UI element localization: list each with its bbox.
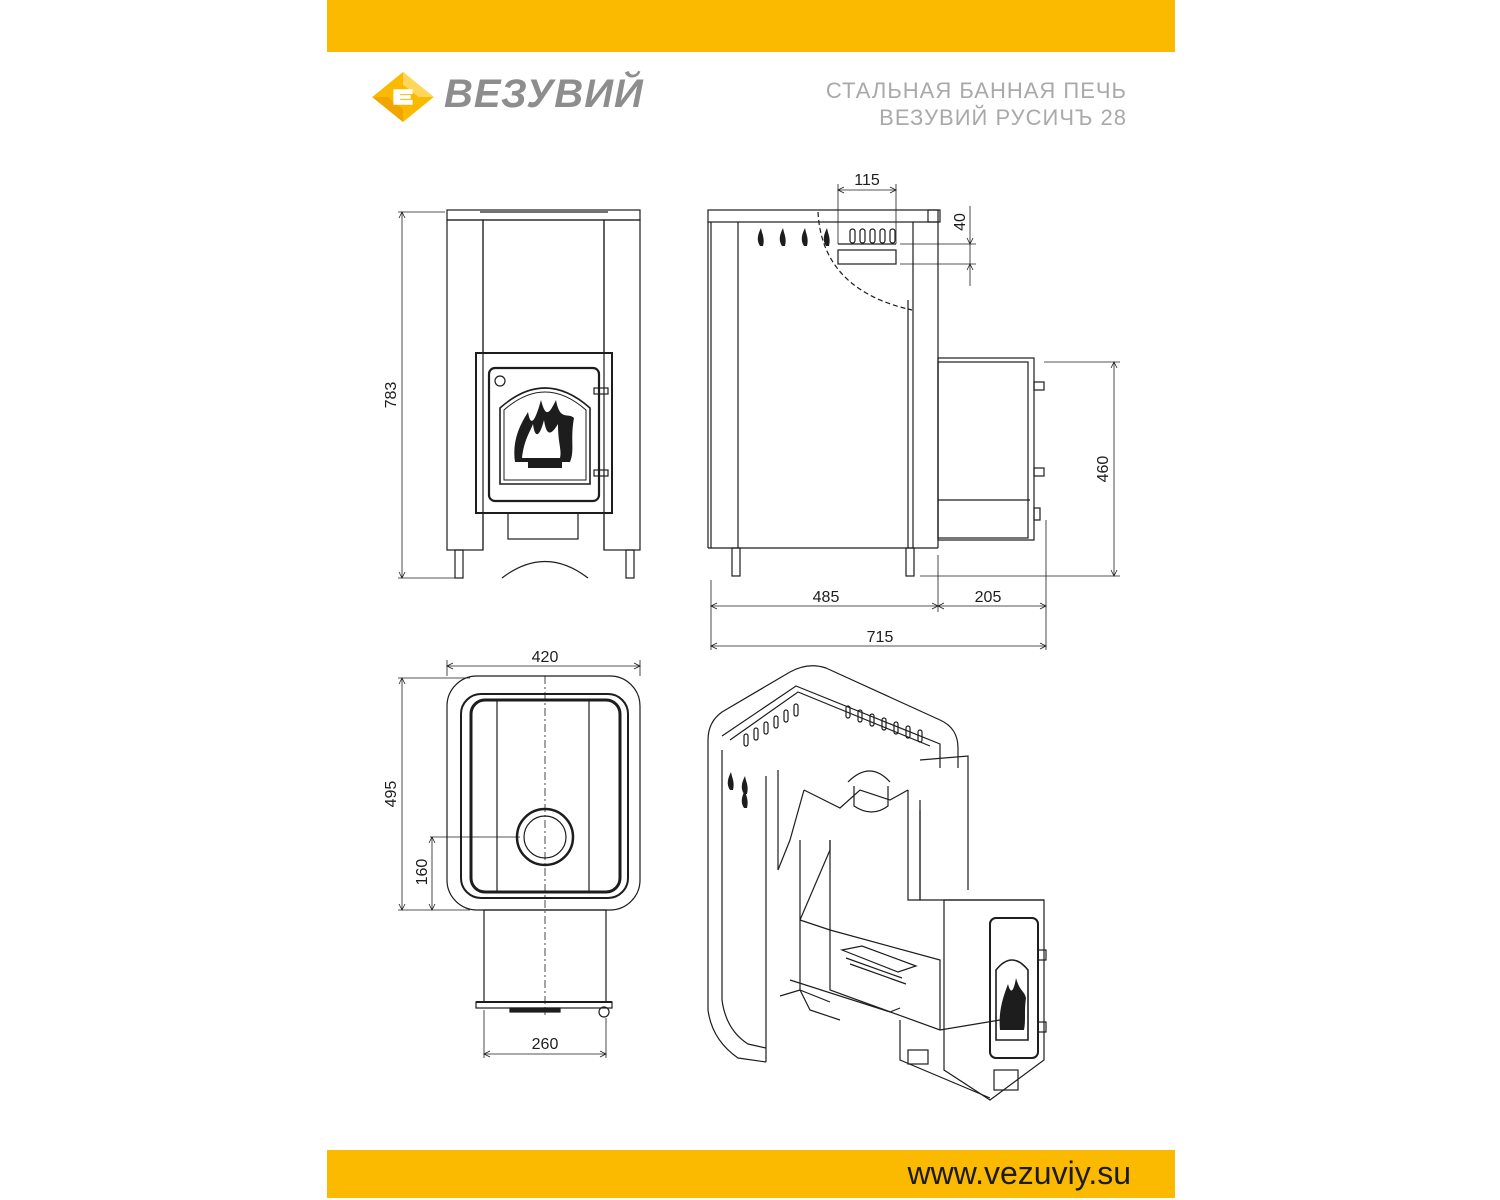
- dim-420-label: 420: [532, 649, 559, 666]
- side-flame-icons: [757, 228, 830, 246]
- dim-260-label: 260: [532, 1036, 559, 1053]
- isometric-cutaway-view: [707, 665, 1047, 1101]
- dim-115-label: 115: [854, 172, 880, 189]
- dim-460-label: 460: [1095, 456, 1112, 483]
- technical-drawing: 783 115 40 460 485 205 715 420 495 160 2…: [383, 172, 1120, 1101]
- dim-160-label: 160: [414, 859, 431, 886]
- iso-flame-icons: [727, 772, 748, 808]
- top-view: [430, 675, 641, 1018]
- side-dimension-lines: [710, 184, 1120, 650]
- website-url[interactable]: www.vezuviy.su: [907, 1155, 1131, 1191]
- spec-sheet-page: ВЕЗУВИЙ СТАЛЬНАЯ БАННАЯ ПЕЧЬ ВЕЗУВИЙ РУС…: [327, 0, 1175, 1200]
- dimension-783-line: [398, 211, 455, 579]
- top-yellow-band: [327, 0, 1175, 52]
- product-title-line1: СТАЛЬНАЯ БАННАЯ ПЕЧЬ: [825, 78, 1127, 103]
- product-title-line2: ВЕЗУВИЙ РУСИЧЪ 28: [879, 105, 1127, 130]
- dim-715-label: 715: [867, 629, 894, 646]
- vezuviy-diamond-logo-icon: [372, 72, 434, 122]
- dim-205-label: 205: [975, 589, 1002, 606]
- dim-495-label: 495: [383, 781, 400, 808]
- brand-name: ВЕЗУВИЙ: [444, 72, 644, 116]
- bottom-yellow-band: [327, 1150, 1175, 1198]
- front-view: [446, 209, 641, 579]
- top-dimension-lines: [398, 660, 641, 1058]
- dim-783-label: 783: [383, 382, 400, 409]
- dim-485-label: 485: [813, 589, 840, 606]
- dim-40-label: 40: [952, 213, 969, 231]
- iso-vent-slots: [743, 703, 923, 747]
- side-view: [707, 209, 1045, 577]
